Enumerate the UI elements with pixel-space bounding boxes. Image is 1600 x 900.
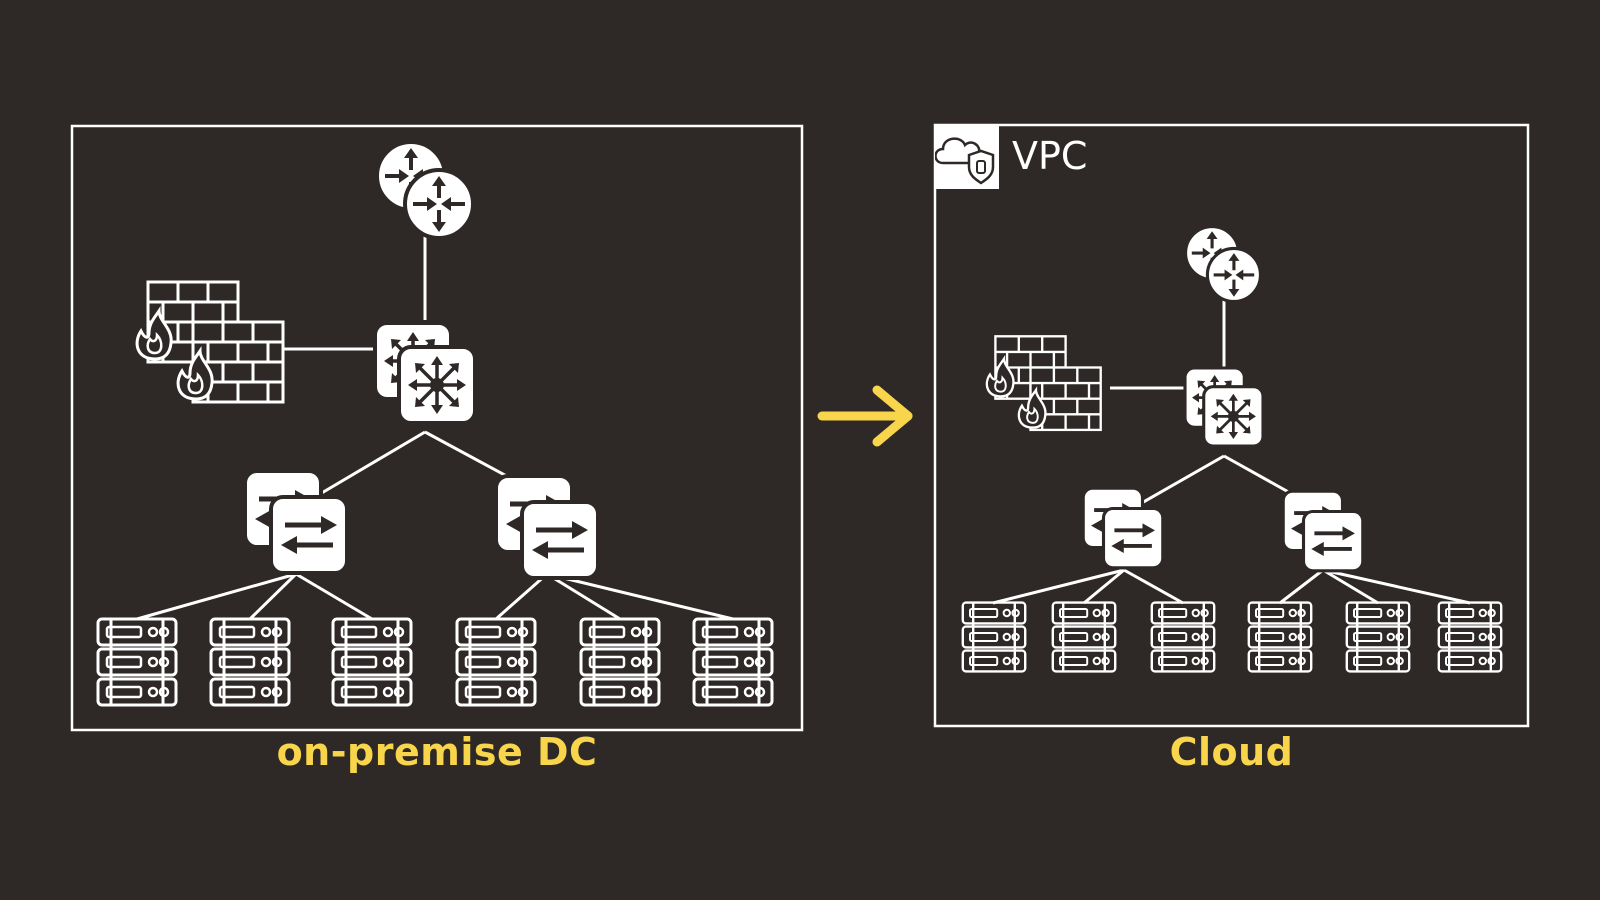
server-rack-icon [1249, 603, 1311, 672]
arrow-right-icon [817, 385, 913, 447]
server-rack-icon [1439, 603, 1501, 672]
firewall-icon [987, 336, 1101, 430]
cloud-caption: Cloud [1169, 730, 1294, 774]
server-rack-icon [581, 619, 659, 705]
cloud-panel [933, 123, 1530, 728]
router-icon [377, 142, 473, 238]
server-rack-icon [963, 603, 1025, 672]
on-premise-panel [70, 124, 804, 732]
server-rack-icon [1347, 603, 1409, 672]
server-rack-icon [694, 619, 772, 705]
core-switch-icon [375, 323, 475, 423]
server-rack-icon [98, 619, 176, 705]
cloud-shield-icon [934, 137, 995, 185]
switch-icon [496, 476, 598, 578]
switch-icon [1283, 491, 1363, 571]
vpc-badge [934, 125, 999, 189]
firewall-icon [137, 282, 283, 402]
server-rack-icon [1152, 603, 1214, 672]
router-icon [1186, 227, 1261, 302]
core-switch-icon [1185, 368, 1263, 446]
cloud-links [992, 300, 1471, 605]
server-rack-icon [333, 619, 411, 705]
vpc-frame [933, 123, 1530, 728]
server-rack-icon [457, 619, 535, 705]
server-rack-icon [211, 619, 289, 705]
server-rack-icon [1053, 603, 1115, 672]
vpc-label: VPC [1012, 134, 1088, 178]
switch-icon [1083, 488, 1163, 568]
on-premise-frame [70, 124, 804, 732]
on-premise-caption: on-premise DC [276, 730, 598, 774]
